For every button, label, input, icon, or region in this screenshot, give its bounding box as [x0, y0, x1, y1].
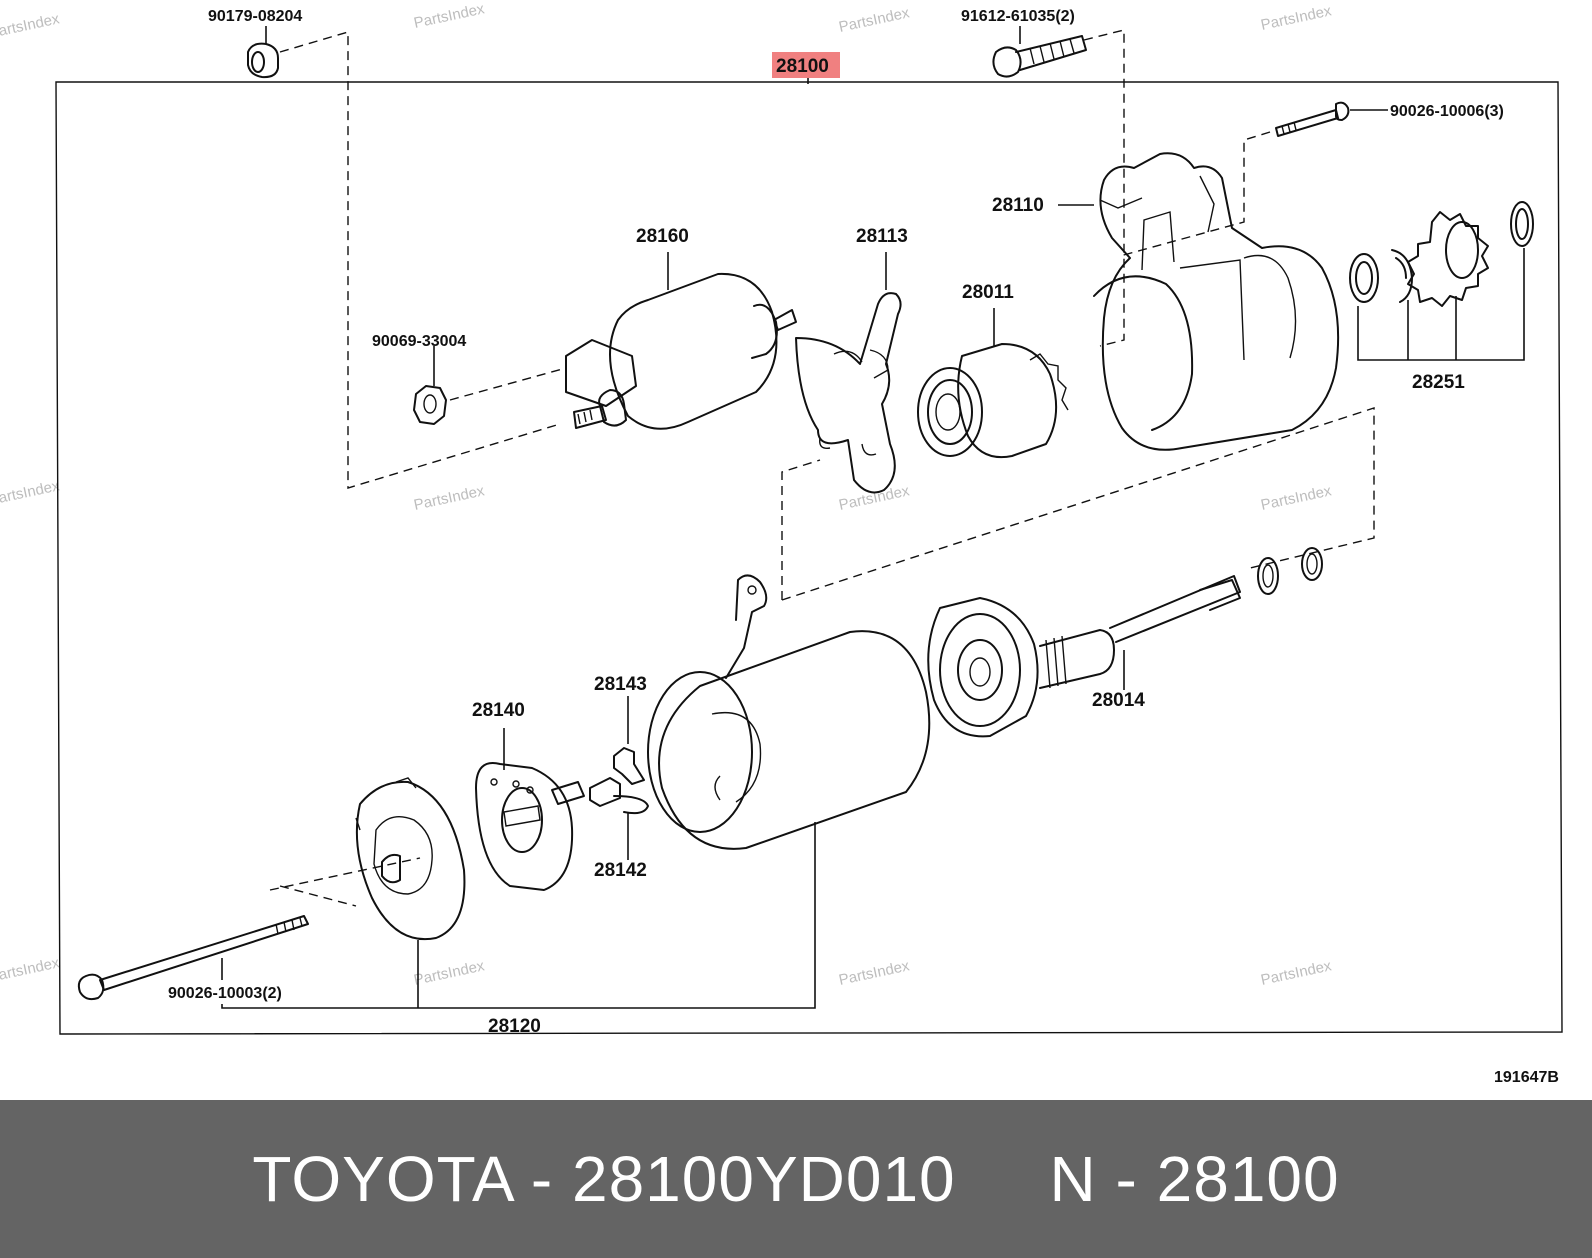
part-28011-clutch[interactable] — [917, 343, 1069, 458]
label-28140[interactable]: 28140 — [472, 700, 525, 721]
label-28110[interactable]: 28110 — [992, 195, 1044, 216]
part-91612-bolt[interactable] — [992, 35, 1087, 78]
part-28014-armature[interactable] — [927, 575, 1241, 738]
label-28014[interactable]: 28014 — [1092, 690, 1145, 711]
part-28251-set[interactable] — [1349, 201, 1534, 307]
part-28120-end-frame[interactable] — [355, 777, 466, 941]
part-90026-10006-bolt[interactable] — [1275, 101, 1350, 137]
figure-number: 191647B — [1494, 1069, 1559, 1086]
part-caption: TOYOTA - 28100YD010 N - 28100 — [252, 1143, 1340, 1215]
label-28142[interactable]: 28142 — [594, 860, 647, 881]
watermark: PartsIndex — [412, 957, 486, 989]
label-90026-10003[interactable]: 90026-10003(2) — [168, 985, 282, 1002]
part-shaft-rings[interactable] — [1257, 547, 1323, 595]
label-28143[interactable]: 28143 — [594, 674, 647, 695]
assembly-frame — [55, 81, 1563, 1035]
part-90026-10003-bolt[interactable] — [77, 915, 309, 1001]
label-28113[interactable]: 28113 — [856, 226, 908, 247]
part-28143-brush-spring[interactable] — [613, 747, 645, 785]
label-28011[interactable]: 28011 — [962, 282, 1014, 303]
watermark-group: PartsIndex PartsIndex PartsIndex PartsIn… — [0, 0, 1333, 989]
watermark: PartsIndex — [0, 954, 61, 986]
highlight-28100 — [772, 52, 840, 78]
caption-bar: TOYOTA - 28100YD010 N - 28100 — [0, 1100, 1592, 1258]
label-90026-10006[interactable]: 90026-10006(3) — [1390, 103, 1504, 120]
watermark: PartsIndex — [1259, 957, 1333, 989]
label-90069[interactable]: 90069-33004 — [372, 333, 466, 350]
part-yoke[interactable] — [647, 574, 931, 850]
label-91612[interactable]: 91612-61035(2) — [961, 8, 1075, 25]
part-28110-housing[interactable] — [1093, 152, 1340, 451]
watermark: PartsIndex — [0, 10, 61, 42]
watermark: PartsIndex — [412, 482, 486, 514]
label-28251[interactable]: 28251 — [1412, 372, 1465, 393]
part-28113-lever[interactable] — [795, 292, 902, 494]
part-90179-cap[interactable] — [247, 42, 279, 79]
watermark: PartsIndex — [1259, 482, 1333, 514]
label-28120[interactable]: 28120 — [488, 1016, 541, 1037]
part-28142-brush[interactable] — [589, 777, 649, 815]
watermark: PartsIndex — [0, 477, 61, 509]
label-90179[interactable]: 90179-08204 — [208, 8, 302, 25]
watermark: PartsIndex — [1259, 2, 1333, 34]
parts-diagram: PartsIndex PartsIndex PartsIndex PartsIn… — [0, 0, 1563, 1086]
part-28140-brush-holder[interactable] — [475, 762, 585, 891]
label-28160[interactable]: 28160 — [636, 226, 689, 247]
part-28160-solenoid[interactable] — [565, 272, 797, 430]
part-90069-nut[interactable] — [413, 385, 447, 425]
watermark: PartsIndex — [837, 957, 911, 989]
watermark: PartsIndex — [837, 482, 911, 514]
watermark: PartsIndex — [837, 4, 911, 36]
label-28100[interactable]: 28100 — [776, 56, 829, 77]
watermark: PartsIndex — [412, 0, 486, 32]
